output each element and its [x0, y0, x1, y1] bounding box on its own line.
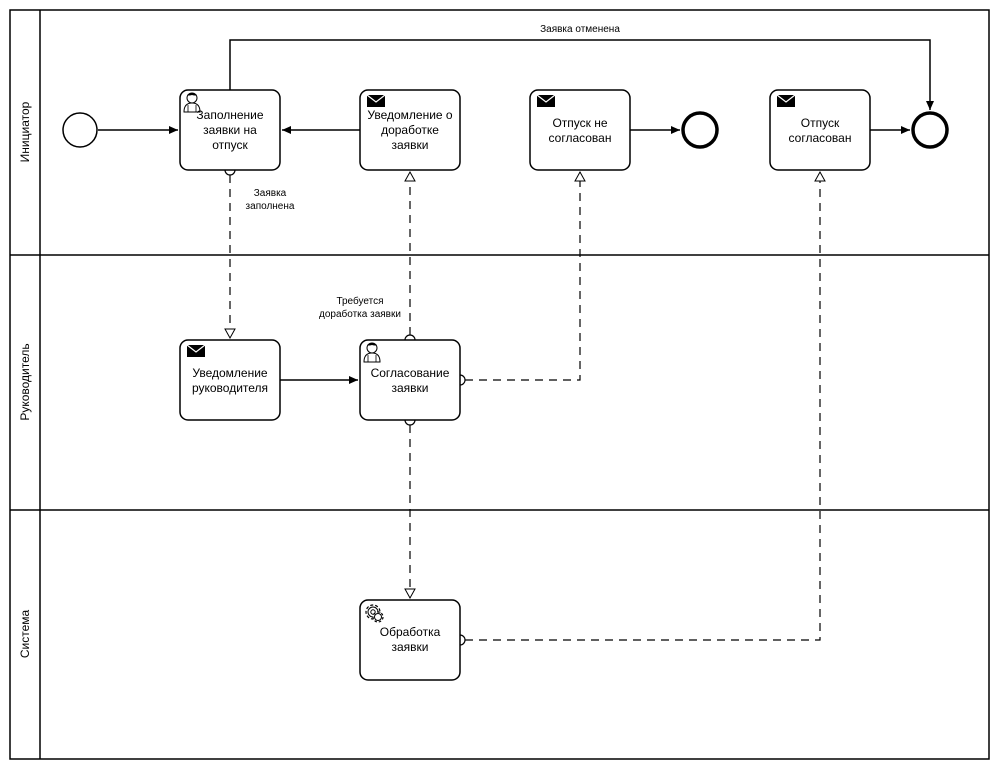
- message-flows: [224, 170, 826, 641]
- edge-label-rework: Требуется: [336, 295, 383, 307]
- task-fill-request[interactable]: Заполнение заявки на отпуск: [179, 89, 281, 171]
- task-label-line: заявки: [391, 138, 428, 152]
- task-label-line: отпуск: [212, 138, 248, 152]
- task-label-line: заявки на: [203, 123, 257, 137]
- sequence-flows: [98, 39, 934, 384]
- envelope-icon: [536, 94, 556, 108]
- task-label-line: Согласование: [371, 366, 450, 380]
- lane-title-manager: Руководитель: [18, 343, 32, 420]
- lane-title-initiator: Инициатор: [18, 101, 32, 162]
- task-label-line: Отпуск: [801, 116, 840, 130]
- task-label-line: Обработка: [380, 625, 441, 639]
- start-event[interactable]: [62, 112, 98, 148]
- task-label-line: согласован: [789, 131, 852, 145]
- task-label-line: Заполнение: [196, 108, 263, 122]
- edge-label-rework: доработка заявки: [319, 308, 401, 320]
- edge-label-cancelled: Заявка отменена: [540, 24, 620, 35]
- task-label-line: Отпуск не: [552, 116, 607, 130]
- flow-process-to-approved: [465, 170, 826, 641]
- task-approved[interactable]: Отпуск согласован: [769, 89, 871, 171]
- task-approve-request[interactable]: Согласование заявки: [359, 339, 461, 421]
- task-process-request[interactable]: Обработка заявки: [359, 599, 461, 681]
- envelope-icon: [776, 94, 796, 108]
- edge-label-filled: заполнена: [246, 201, 295, 212]
- task-label-line: заявки: [391, 640, 428, 654]
- envelope-icon: [366, 94, 386, 108]
- end-event-approved[interactable]: [911, 111, 949, 149]
- task-not-approved[interactable]: Отпуск не согласован: [529, 89, 631, 171]
- task-label-line: заявки: [391, 381, 428, 395]
- task-label-line: руководителя: [192, 381, 268, 395]
- envelope-icon: [186, 344, 206, 358]
- flow-cancelled: [229, 39, 934, 110]
- edge-label-filled: Заявка: [254, 188, 287, 199]
- task-notify-rework[interactable]: Уведомление о доработке заявки: [359, 89, 461, 171]
- task-label-line: согласован: [549, 131, 612, 145]
- lane-title-system: Система: [18, 610, 32, 659]
- task-label-line: доработке: [381, 123, 439, 137]
- task-label-line: Уведомление: [192, 366, 268, 380]
- end-event-not-approved[interactable]: [681, 111, 719, 149]
- task-notify-manager[interactable]: Уведомление руководителя: [179, 339, 281, 421]
- flow-approve-to-not-approved: [465, 170, 586, 381]
- task-label-line: Уведомление о: [367, 108, 453, 122]
